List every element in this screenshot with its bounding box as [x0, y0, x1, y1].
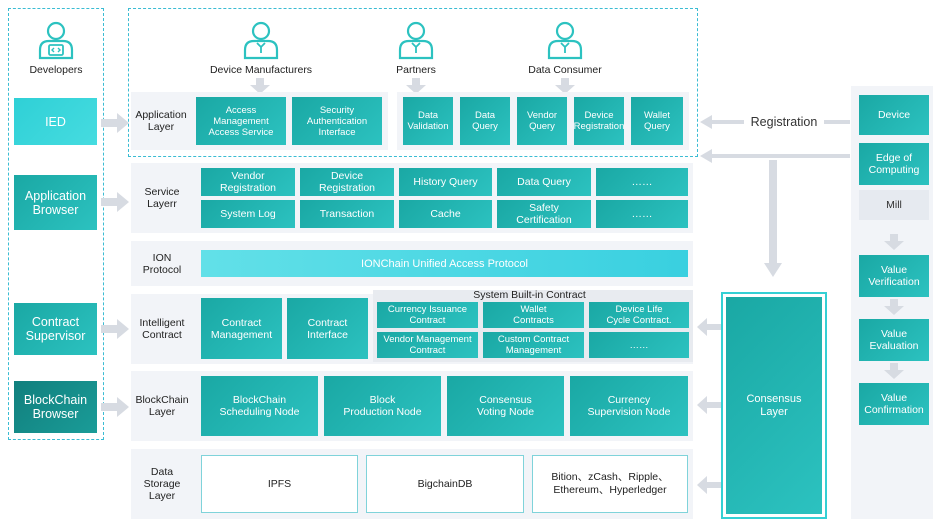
value-verification-tile[interactable]: Value Verification [859, 255, 929, 297]
history-query-tile[interactable]: History Query [399, 168, 492, 196]
application-dashed-box [128, 8, 698, 157]
application-layer-label: Application Layer [135, 109, 187, 133]
application-browser-button[interactable]: Application Browser [14, 175, 97, 230]
ied-button[interactable]: IED [14, 98, 97, 145]
arrow-consensus-to-contract [697, 318, 721, 336]
security-authentication-tile[interactable]: Security Authentication Interface [292, 97, 382, 145]
safety-certification-tile[interactable]: Safety Certification [497, 200, 591, 228]
block-production-node-tile[interactable]: Block Production Node [324, 376, 441, 436]
device-manufacturers-icon [243, 21, 279, 60]
device-registration-app-tile[interactable]: Device Registration [574, 97, 624, 145]
vendor-query-tile[interactable]: Vendor Query [517, 97, 567, 145]
contract-more-tile[interactable]: …… [589, 332, 689, 358]
transaction-tile[interactable]: Transaction [300, 200, 394, 228]
developer-icon [38, 21, 74, 60]
arrow-verification-down [884, 299, 904, 315]
ionchain-protocol-bar[interactable]: IONChain Unified Access Protocol [201, 250, 688, 277]
contract-supervisor-button[interactable]: Contract Supervisor [14, 303, 97, 355]
arrow-ied-to-application [101, 113, 129, 133]
arrow-manufacturers-down [250, 78, 270, 94]
service-more-tile-2[interactable]: …… [596, 200, 688, 228]
service-more-tile-1[interactable]: …… [596, 168, 688, 196]
arrow-consensus-to-blockchain [697, 396, 721, 414]
other-chains-tile[interactable]: Bition、zCash、Ripple、 Ethereum、Hyperledge… [532, 455, 688, 513]
mill-label: Mill [859, 190, 929, 220]
data-query-tile[interactable]: Data Query [460, 97, 510, 145]
data-query-service-tile[interactable]: Data Query [497, 168, 591, 196]
currency-issuance-tile[interactable]: Currency Issuance Contract [377, 302, 478, 328]
developers-dashed-box [8, 8, 104, 440]
arrow-consensus-to-storage [697, 476, 721, 494]
data-storage-label: Data Storage Layer [143, 466, 181, 502]
device-registration-tile[interactable]: Device Registration [300, 168, 394, 196]
device-manufacturers-label: Device Manufacturers [209, 64, 313, 76]
ion-protocol-label: ION Protocol [142, 251, 182, 276]
developers-label: Developers [29, 64, 83, 76]
wallet-contracts-tile[interactable]: Wallet Contracts [483, 302, 584, 328]
intelligent-contract-label: Intelligent Contract [139, 317, 185, 341]
consensus-voting-node-tile[interactable]: Consensus Voting Node [447, 376, 564, 436]
ipfs-tile[interactable]: IPFS [201, 455, 358, 513]
data-validation-tile[interactable]: Data Validation [403, 97, 453, 145]
contract-management-tile[interactable]: Contract Management [201, 298, 282, 359]
edge-computing-tile[interactable]: Edge of Computing [859, 143, 929, 185]
partners-icon [398, 21, 434, 60]
service-layer-label: Service Layerr [144, 186, 180, 210]
system-log-tile[interactable]: System Log [201, 200, 295, 228]
bigchaindb-tile[interactable]: BigchainDB [366, 455, 524, 513]
device-lifecycle-tile[interactable]: Device Life Cycle Contract. [589, 302, 689, 328]
cache-tile[interactable]: Cache [399, 200, 492, 228]
wallet-query-tile[interactable]: Wallet Query [631, 97, 683, 145]
custom-contract-tile[interactable]: Custom Contract Management [483, 332, 584, 358]
arrow-mill-down [884, 234, 904, 250]
registration-label: Registration [744, 113, 824, 131]
scheduling-node-tile[interactable]: BlockChain Scheduling Node [201, 376, 318, 436]
arrow-supervisor-to-contract [101, 319, 129, 339]
arrow-browser-to-service [101, 192, 129, 212]
application-layer-label-panel [131, 92, 191, 150]
contract-interface-tile[interactable]: Contract Interface [287, 298, 368, 359]
arrow-evaluation-down [884, 363, 904, 379]
data-consumer-label: Data Consumer [528, 64, 602, 76]
data-consumer-icon [547, 21, 583, 60]
arrow-partners-down [406, 78, 426, 94]
arrow-chainbrowser-to-blockchain [101, 397, 129, 417]
builtin-contract-title: System Built-in Contract [473, 289, 586, 301]
currency-supervision-node-tile[interactable]: Currency Supervision Node [570, 376, 688, 436]
blockchain-layer-label: BlockChain Layer [135, 394, 189, 418]
device-tile[interactable]: Device [859, 95, 929, 135]
vendor-registration-tile[interactable]: Vendor Registration [201, 168, 295, 196]
access-management-tile[interactable]: Access Management Access Service [196, 97, 286, 145]
value-confirmation-tile[interactable]: Value Confirmation [859, 383, 929, 425]
value-evaluation-tile[interactable]: Value Evaluation [859, 319, 929, 361]
vendor-management-tile[interactable]: Vendor Management Contract [377, 332, 478, 358]
blockchain-browser-button[interactable]: BlockChain Browser [14, 381, 97, 433]
arrow-edge-to-application [700, 149, 850, 277]
consensus-layer-block[interactable]: Consensus Layer [726, 297, 822, 514]
arrow-consumer-down [555, 78, 575, 94]
partners-label: Partners [396, 64, 436, 76]
